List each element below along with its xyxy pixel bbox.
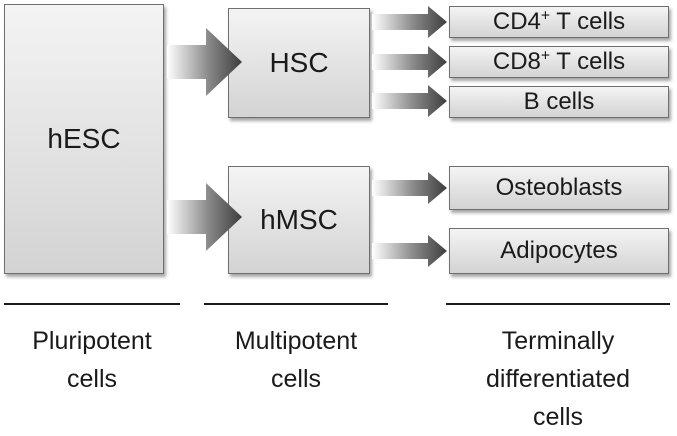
adipocytes-label: Adipocytes: [500, 237, 618, 264]
hsc-box: HSC: [228, 8, 370, 118]
cd4-t-cells-label: CD4+ T cells: [492, 7, 626, 35]
b-cells-box: B cells: [449, 86, 669, 118]
hmsc-label: hMSC: [260, 204, 338, 235]
caption-multipotent: Multipotent cells: [234, 327, 358, 393]
cd4-t-cells-box: CD4+ T cells: [449, 6, 669, 38]
divider-pluripotent: [4, 303, 180, 305]
hmsc-box: hMSC: [228, 166, 370, 274]
adipocytes-box: Adipocytes: [449, 228, 669, 274]
arrow-hsc-to-b-cells: [372, 85, 447, 117]
b-cells-label: B cells: [523, 88, 595, 115]
arrow-hesc-to-hsc: [167, 28, 242, 96]
hesc-box: hESC: [4, 4, 164, 274]
hsc-label: HSC: [269, 47, 329, 78]
osteoblasts-label: Osteoblasts: [495, 174, 623, 201]
cd8-t-cells-box: CD8+ T cells: [449, 46, 669, 78]
arrow-hesc-to-hmsc: [167, 183, 242, 251]
osteoblasts-box: Osteoblasts: [449, 166, 669, 210]
arrow-hsc-to-cd4: [372, 6, 447, 38]
caption-terminal: Terminally differentiated cells: [485, 327, 631, 431]
arrow-hmsc-to-adipocytes: [372, 235, 447, 267]
caption-pluripotent: Pluripotent cells: [32, 327, 152, 393]
arrow-hsc-to-cd8: [372, 46, 447, 78]
cd8-t-cells-label: CD8+ T cells: [492, 47, 626, 75]
divider-multipotent: [204, 303, 388, 305]
arrow-hmsc-to-osteoblasts: [372, 172, 447, 204]
divider-terminal: [446, 303, 670, 305]
hesc-label: hESC: [47, 123, 121, 154]
